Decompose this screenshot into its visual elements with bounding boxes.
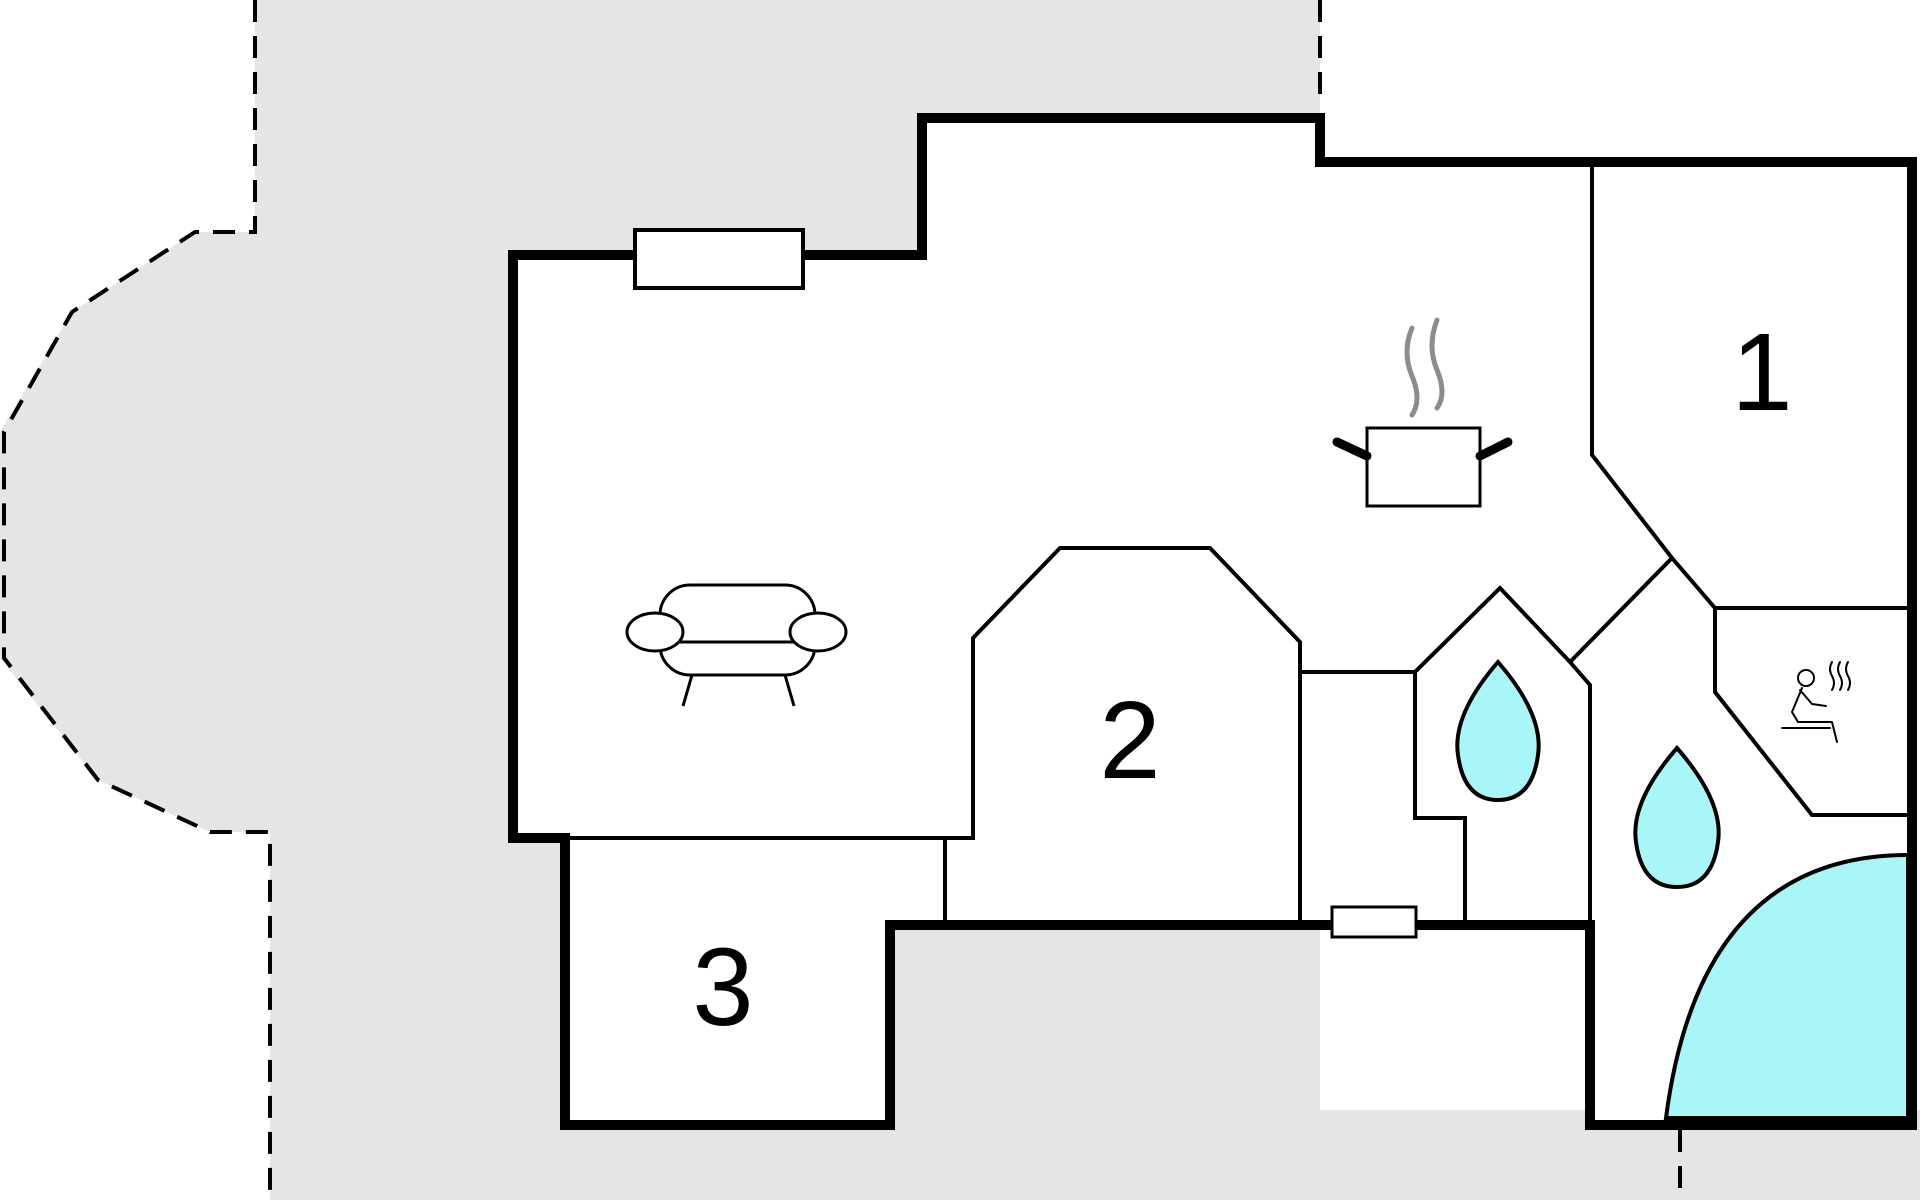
pool-icon [1663, 852, 1910, 1120]
wall-hall-diagonal [1568, 556, 1674, 664]
wall-sauna [1713, 608, 1908, 817]
steam-icon [1429, 317, 1445, 411]
house-interior [513, 118, 1912, 1125]
terrace-boundary [2, 0, 1682, 1200]
steam-icon [1404, 325, 1420, 418]
wall-bathroom-right [1568, 660, 1592, 925]
wall-bathroom-left [1413, 585, 1572, 925]
window-bottom [1330, 905, 1418, 939]
terrace-boundary-left [2, 0, 272, 1200]
water-drop-icon [1633, 744, 1721, 890]
sauna-icon [1781, 661, 1851, 743]
interior-walls [565, 165, 1908, 925]
room-number-3: 3 [692, 926, 753, 1049]
sofa-icon [625, 583, 848, 707]
window-top [633, 228, 805, 290]
cooking-pot-icon [1332, 317, 1513, 508]
water-drop-icon [1455, 658, 1541, 803]
room-number-2: 2 [1099, 679, 1160, 802]
exterior-walls [508, 113, 1917, 1130]
room-number-1: 1 [1731, 311, 1792, 434]
